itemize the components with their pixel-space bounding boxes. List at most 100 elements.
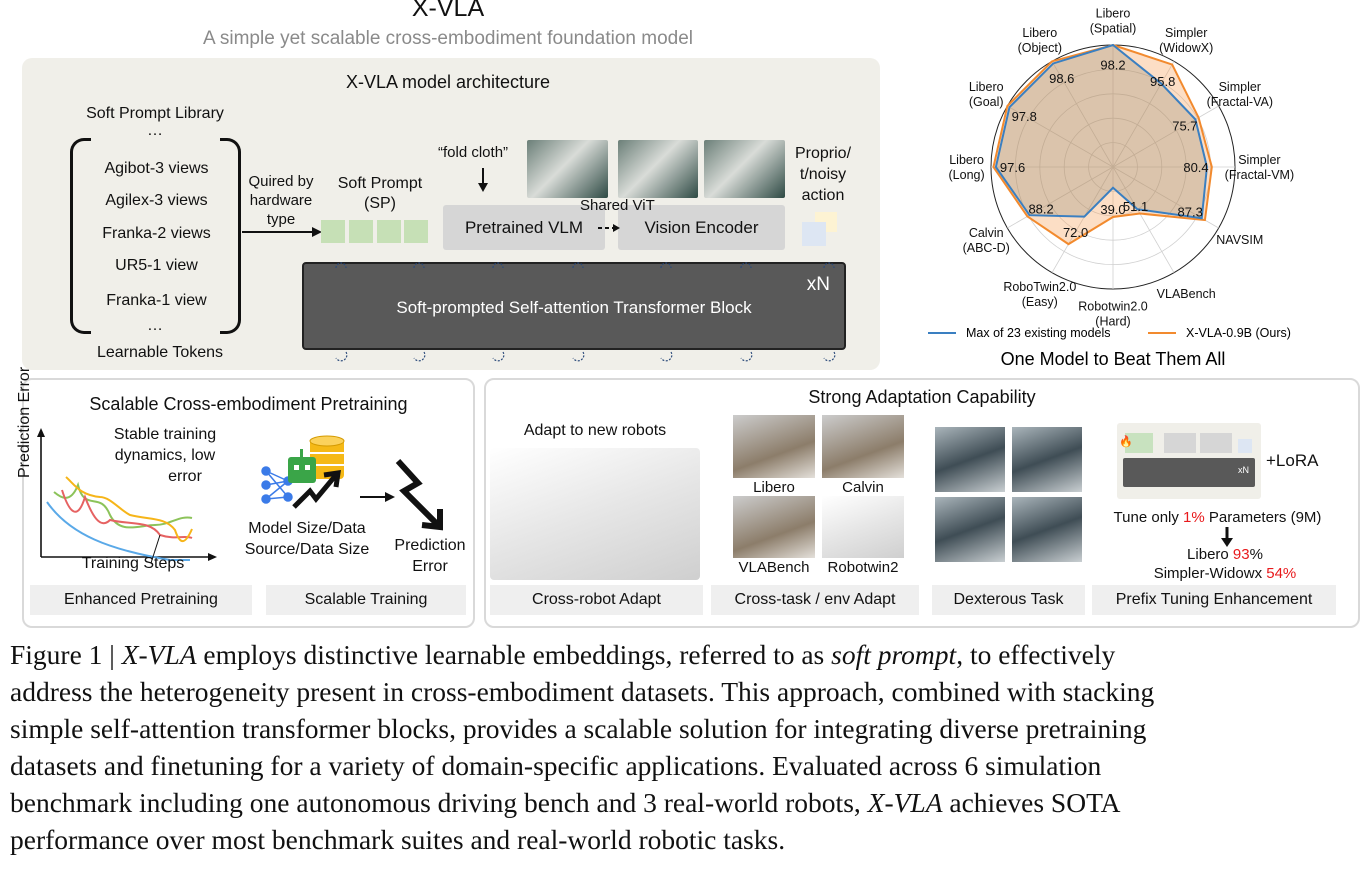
library-item-label: UR5-1 view [115,257,198,274]
library-item-label: Agilex-3 views [105,192,208,209]
radar-value-label: 97.8 [1012,109,1037,124]
soft-prompt-line: Soft Prompt [337,175,423,192]
caption-text: employs distinctive learnable embeddings… [196,639,832,670]
radar-axis-label-line: Libero [949,153,984,167]
radar-axis-label-line: Simpler [1165,26,1207,40]
annotation-line: dynamics, low [114,447,216,464]
prediction-line: Prediction [394,537,466,554]
right-bracket [220,138,241,334]
robot-icon [288,449,316,483]
radar-axis-label-line: (Goal) [969,95,1004,109]
proprio-mini-token [1238,439,1252,453]
instruction-arrow-icon [478,168,488,192]
dashed-arrow-icon [598,224,620,232]
prediction-error-label: Prediction Error [380,535,480,577]
task-label-robotwin2: Robotwin2 [827,559,899,576]
radar-axis-label-line: (Object) [1018,41,1062,55]
radar-axis-label-line: RoboTwin2.0 [1003,280,1076,294]
dexterous-image [935,497,1005,562]
radar-value-label: 97.6 [1000,160,1025,175]
radar-axis-label-line: (Hard) [1095,314,1130,328]
adapt-robots-label: Adapt to new robots [523,422,667,439]
dexterous-image [935,427,1005,492]
library-ellipsis-bottom: … [147,317,163,334]
x-axis-label: Training Steps [81,555,185,572]
task-label-libero: Libero [753,479,795,496]
prefix-tuning-diagram: 🔥 xN [1117,423,1261,499]
query-label: Quired by hardware type [240,172,322,229]
radar-spoke [1112,166,1175,273]
radar-spoke [1051,166,1114,273]
curve-red [61,489,193,539]
transformer-block-label: Soft-prompted Self-attention Transformer… [396,298,752,317]
radar-axis-label: RoboTwin2.0(Easy) [1003,280,1076,309]
camera-view-image [618,140,698,198]
pretrained-vlm-box: Pretrained VLM [443,205,605,250]
y-axis-arrow-icon [37,428,45,437]
transformer-block: Soft-prompted Self-attention Transformer… [302,262,846,350]
radar-axis-label-line: Libero [969,80,1004,94]
radar-axis-label: Simpler(Fractal-VA) [1207,80,1273,109]
radar-axis-label-line: Calvin [969,226,1004,240]
simpler-result: Simpler-Widowx 54% [1095,565,1355,582]
camera-view-image [527,140,608,198]
radar-value-label: 95.8 [1150,74,1175,89]
vlabench-image [733,496,815,558]
caption-text: simple self-attention transformer blocks… [10,713,1147,744]
figure-caption: Figure 1 | X-VLA employs distinctive lea… [10,636,1154,858]
radar-title: One Model to Beat Them All [1001,349,1226,369]
caption-text: , to effectively [956,639,1116,670]
caption-line: benchmark including one autonomous drivi… [10,784,1154,821]
radar-axis-label: Libero(Object) [1018,26,1062,55]
radar-axis-label-line: Simpler [1219,80,1261,94]
instruction-text: “fold cloth” [438,144,509,161]
radar-axis-label-line: (WidowX) [1159,41,1213,55]
caption-line: Figure 1 | X-VLA employs distinctive lea… [10,636,1154,673]
lora-label: +LoRA [1266,451,1319,470]
pretraining-title: Scalable Cross-embodiment Pretraining [89,394,408,414]
query-arrow-icon [242,227,322,237]
repeat-label: xN [806,274,830,295]
footer-cross-task: Cross-task / env Adapt [711,585,919,615]
tune-percent: 1% [1183,509,1205,526]
radar-axis-label-line: (ABC-D) [963,241,1010,255]
radar-axis-label: Simpler(Fractal-VM) [1225,153,1294,182]
scaling-line: Source/Data Size [244,541,370,558]
caption-line: simple self-attention transformer blocks… [10,710,1154,747]
result-text: Libero [1187,546,1233,563]
shared-vit-label: Shared ViT [580,197,655,214]
radar-axis-label: NAVSIM [1216,233,1263,247]
y-axis-label: Prediction Error [16,367,34,478]
radar-series-baseline [994,43,1208,220]
library-item-franka-2: Franka-2 views [84,222,229,245]
radar-value-label: 80.4 [1183,160,1208,175]
soft-prompt-token [349,220,373,243]
radar-axis-label: Libero(Spatial) [1090,7,1137,36]
caption-text: performance over most benchmark suites a… [10,824,786,855]
radar-spoke [1112,105,1219,168]
y-axis-label-text: Prediction Error [16,366,33,478]
caption-emphasis: X-VLA [867,787,943,818]
result-text: Simpler-Widowx [1153,565,1267,582]
mini-repeat-label: xN [1238,465,1249,475]
scaling-line: Model Size/Data [248,520,366,537]
radar-axis-label-line: (Fractal-VM) [1225,168,1294,182]
adaptation-title: Strong Adaptation Capability [808,387,1036,407]
caption-line: performance over most benchmark suites a… [10,821,1154,858]
soft-prompt-token [1125,433,1153,453]
trend-up-icon [292,473,338,509]
radar-value-label: 88.2 [1028,202,1053,217]
radar-chart: 98.295.875.780.487.351.139.072.088.297.6… [928,7,1294,369]
camera-view-image [704,140,785,198]
residual-loop-icons [335,262,836,362]
radar-value-label: 51.1 [1123,199,1148,214]
legend-label-baseline: Max of 23 existing models [966,326,1111,340]
curve-orange [65,476,193,543]
training-curve-plot [37,428,217,564]
radar-value-label: 75.7 [1172,118,1197,133]
radar-axis-label-line: (Spatial) [1090,22,1137,36]
radar-spoke [1007,166,1114,229]
soft-prompt-token [404,220,428,243]
query-line: Quired by [248,173,314,190]
proprio-line: Proprio/ [794,145,852,162]
